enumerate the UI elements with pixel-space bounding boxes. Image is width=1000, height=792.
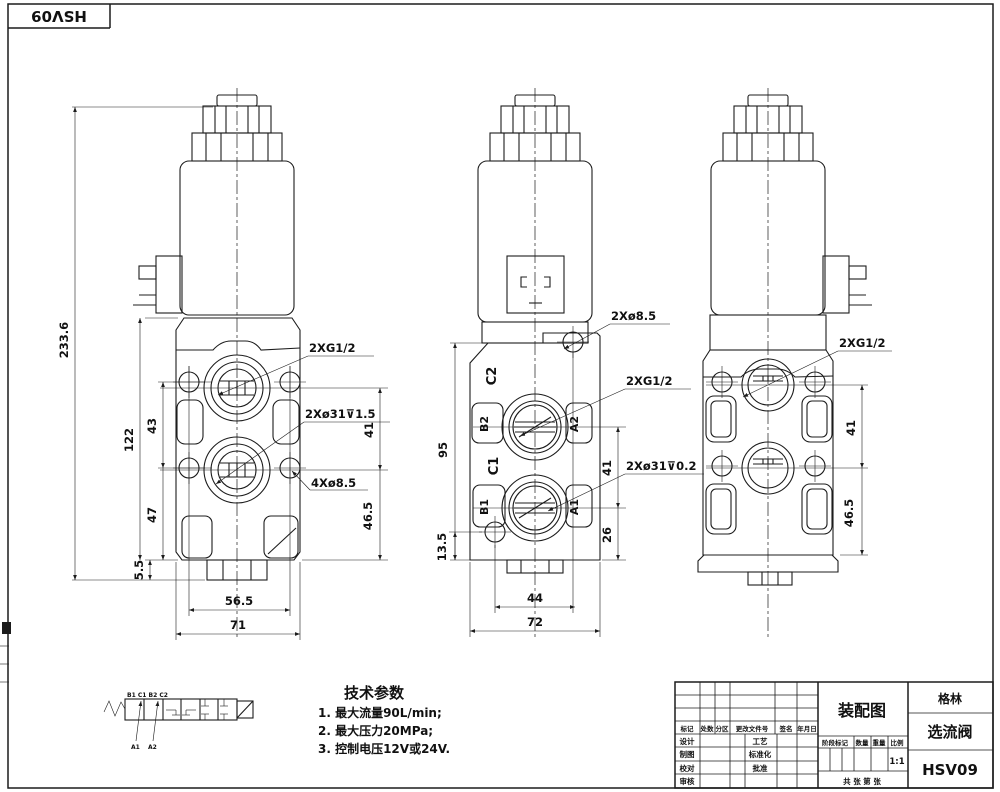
callout-thread: 2XG1/2 [839,336,886,350]
role-process: 工艺 [753,736,768,746]
tech-param-line: 2. 最大压力20MPa; [318,723,433,738]
pilot-hole [478,515,512,549]
callout-thread: 2XG1/2 [309,341,356,355]
mount-hole [798,449,832,483]
dim-base-step: 5.5 [132,560,146,580]
dim-port-to-base: 46.5 [842,499,856,527]
symbol-label-a2: A2 [148,744,157,751]
th-sign: 签名 [779,724,793,733]
dim-total-height: 233.6 [57,322,71,358]
valve-body [469,332,601,561]
port-label-b1: B1 [478,499,491,515]
tech-params: 技术参数 1. 最大流量90L/min; 2. 最大压力20MPa; 3. 控制… [318,684,450,756]
scale-value: 1:1 [889,757,904,767]
bottom-plug [747,571,793,586]
dim-port-to-base: 46.5 [361,502,375,530]
symbol-label-a1: A1 [131,744,140,751]
dim-body-height: 95 [436,442,450,458]
spring-symbol [103,700,126,717]
dim-body-height: 122 [122,428,136,452]
connector [822,255,873,314]
th-qty: 数量 [856,738,870,747]
company-name: 格林 [938,691,962,706]
th-count: 处数 [700,724,715,733]
th-scale: 比例 [891,738,905,747]
view-middle: C2 B2 A2 C1 B1 A1 95 13.5 41 26 44 72 [435,88,704,640]
role-review: 审核 [680,776,695,786]
role-approve: 批准 [753,763,768,773]
hydraulic-symbol: B1 C1 B2 C2 A1 A2 [103,692,254,751]
drawing-number: HSV09 [922,761,978,779]
callout-counterbore: 2Xø31⊽0.2 [626,459,696,473]
bottom-plug [206,559,268,581]
mount-hole [798,365,832,399]
bottom-plug [506,559,564,574]
callout-thread: 2XG1/2 [626,374,673,388]
callout-pilot-holes: 2Xø8.5 [611,309,656,323]
role-design: 设计 [680,736,695,746]
th-doc-no: 更改文件号 [736,724,769,733]
th-mark: 标记 [680,724,695,733]
sheet-border [0,3,994,789]
port-label-a1: A1 [568,499,581,515]
connector [132,255,183,314]
port-label-a2: A2 [568,416,581,432]
callout-counterbore: 2Xø31⊽1.5 [305,407,375,421]
dim-hole-pitch: 43 [145,418,159,434]
dim-port-pitch: 41 [362,422,376,438]
tech-params-title: 技术参数 [344,684,405,702]
drawing-title: 装配图 [837,701,886,720]
dim-hole-span: 44 [527,591,543,605]
role-draft: 制图 [680,749,695,759]
tech-param-line: 3. 控制电压12V或24V. [318,741,450,756]
dim-port-pitch: 41 [600,460,614,476]
title-block: 标记 处数 分区 更改文件号 签名 年月日 设计 制图 校对 审核 工艺 标准化… [674,681,994,789]
mount-hole [705,449,739,483]
dim-port-pitch: 41 [844,420,858,436]
port-label-c2: C2 [485,367,500,386]
symbol-top-labels: B1 C1 B2 C2 [127,692,168,699]
dim-lower-section: 47 [145,507,159,523]
callout-mount-holes: 4Xø8.5 [311,476,356,490]
sheet-info: 共 张 第 张 [843,776,881,786]
role-check: 校对 [680,763,695,773]
dim-overall-width: 71 [230,618,246,632]
base-flange [697,554,839,573]
view-right: 41 46.5 2XG1/2 [697,88,892,640]
th-weight: 重量 [873,738,887,747]
valve-body [702,349,834,556]
corner-code: HSV09 [31,7,87,25]
product-name: 选流阀 [927,723,972,741]
tech-param-line: 1. 最大流量90L/min; [318,705,442,720]
role-standard: 标准化 [748,749,772,759]
port-label-b2: B2 [478,416,491,432]
dim-hole-span: 56.5 [225,594,253,608]
th-zone: 分区 [716,724,730,733]
dim-port-to-base: 26 [600,527,614,543]
dim-overall-width: 72 [527,615,543,629]
th-stage: 阶段标记 [822,738,849,747]
view-left: 233.6 122 43 47 5.5 56.5 71 41 46.5 2XG1… [57,88,390,640]
port-label-c1: C1 [487,457,502,476]
mount-hole [705,365,739,399]
th-date: 年月日 [797,724,817,733]
solenoid-symbol [236,700,254,719]
fold-mark [2,622,11,634]
din-connector-face [506,255,565,314]
dim-hole-to-base: 13.5 [435,533,449,561]
valve-body [175,317,301,561]
